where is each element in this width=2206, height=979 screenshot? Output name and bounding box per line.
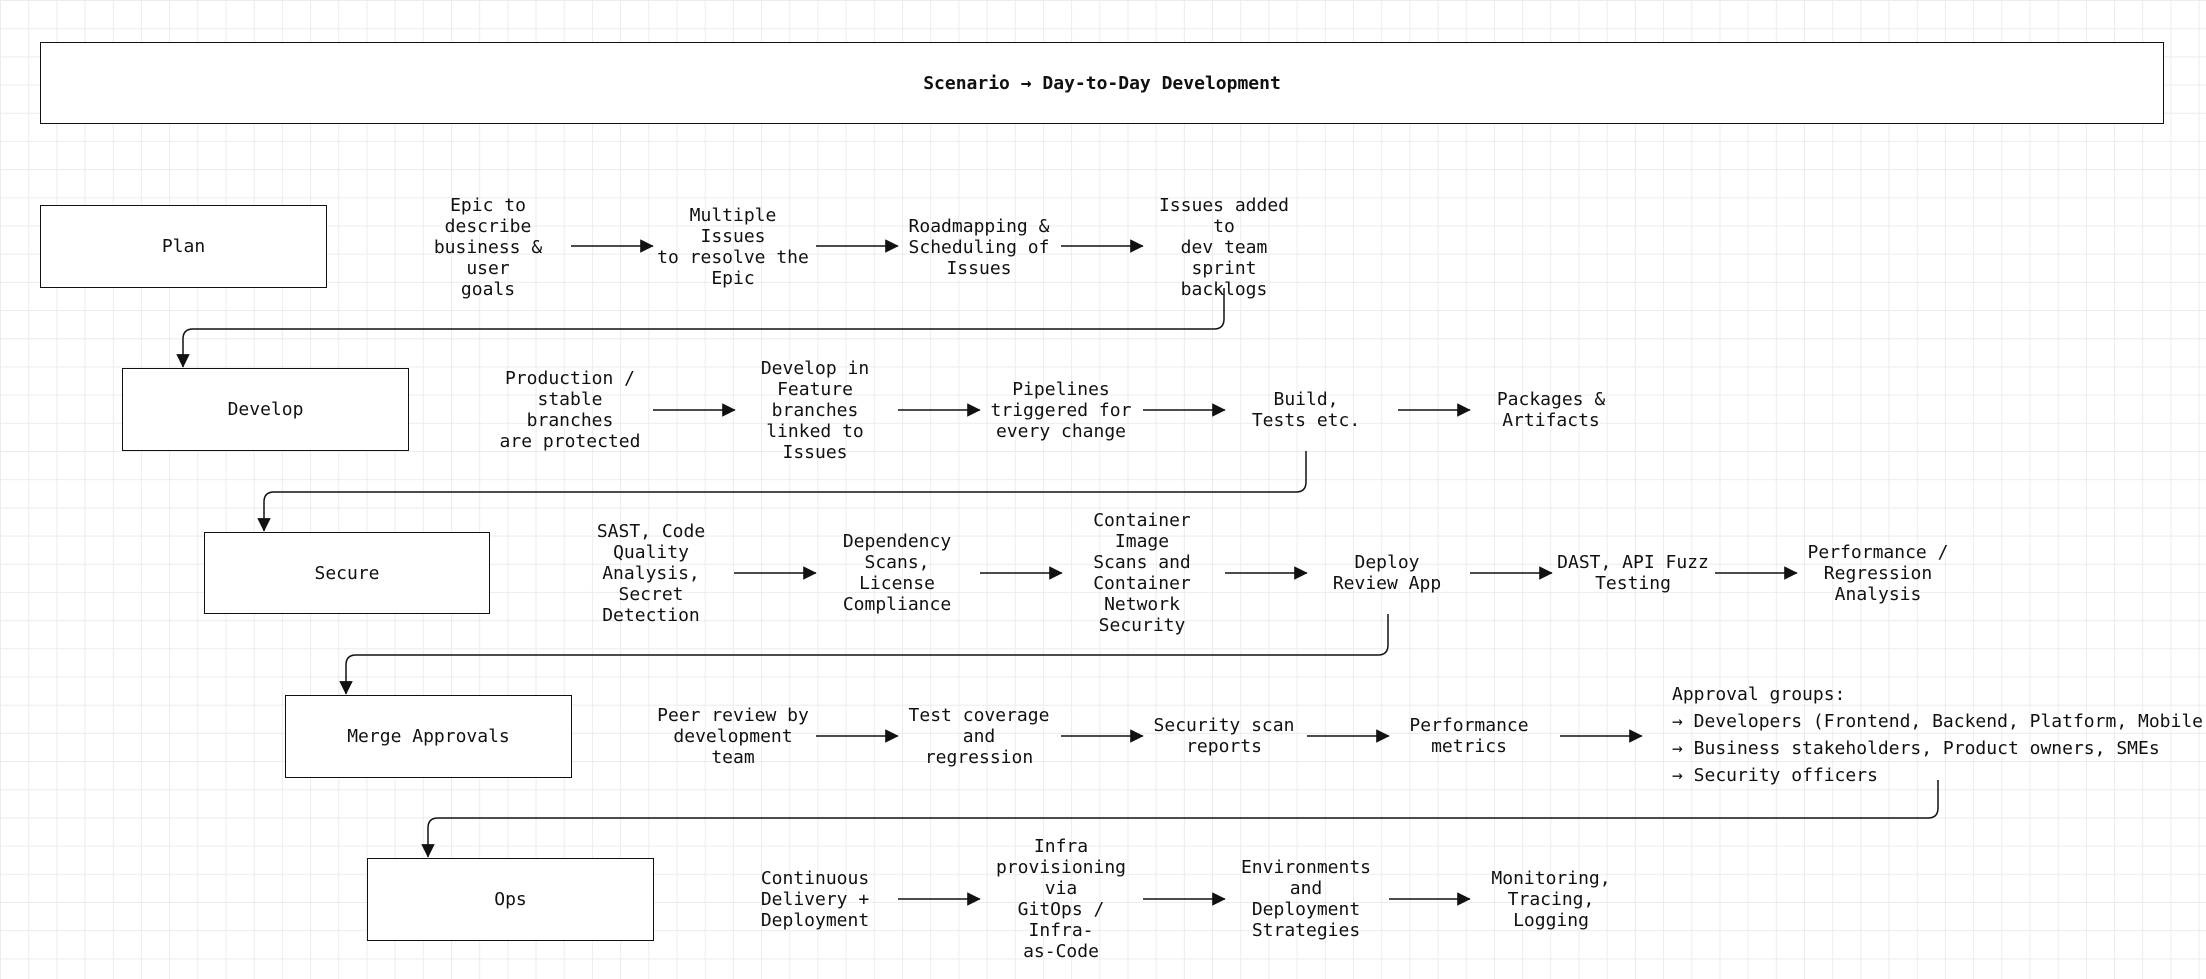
ops-step-continuous-delivery: Continuous Delivery + Deployment xyxy=(760,867,870,931)
diagram-title: Scenario → Day-to-Day Development xyxy=(40,42,2164,124)
stage-connector xyxy=(339,614,1389,695)
secure-step-review-app: Deploy Review App xyxy=(1332,552,1442,594)
plan-step-roadmapping: Roadmapping & Scheduling of Issues xyxy=(908,215,1050,279)
stage-connector xyxy=(176,288,1225,368)
approval-group-item: → Security officers xyxy=(1672,765,1878,786)
stage-plan: Plan xyxy=(40,205,327,288)
secure-step-performance: Performance / Regression Analysis xyxy=(1807,541,1949,605)
develop-step-build-tests: Build, Tests etc. xyxy=(1251,389,1361,431)
plan-step-issues: Multiple Issues to resolve the Epic xyxy=(657,205,809,289)
stage-connector xyxy=(257,451,1307,532)
develop-step-pipelines: Pipelines triggered for every change xyxy=(990,378,1132,442)
merge-step-security-reports: Security scan reports xyxy=(1153,715,1295,757)
ops-step-environments: Environments and Deployment Strategies xyxy=(1240,857,1372,941)
approval-group-item: → Business stakeholders, Product owners,… xyxy=(1672,738,2160,759)
secure-step-dast: DAST, API Fuzz Testing xyxy=(1557,552,1709,594)
stage-ops: Ops xyxy=(367,858,654,941)
approval-groups: Approval groups: → Developers (Frontend,… xyxy=(1672,681,2206,789)
approval-groups-heading: Approval groups: xyxy=(1672,684,1846,705)
develop-step-packages: Packages & Artifacts xyxy=(1496,389,1606,431)
stage-connector xyxy=(421,780,1939,858)
develop-step-protected-branches: Production / stable branches are protect… xyxy=(499,368,641,452)
stage-secure: Secure xyxy=(204,532,490,614)
approval-group-item: → Developers (Frontend, Backend, Platfor… xyxy=(1672,711,2206,732)
merge-step-peer-review: Peer review by development team xyxy=(657,704,809,768)
secure-step-dependency-scans: Dependency Scans, License Compliance xyxy=(842,531,952,615)
merge-step-performance-metrics: Performance metrics xyxy=(1409,715,1529,757)
ops-step-monitoring: Monitoring, Tracing, Logging xyxy=(1491,867,1611,931)
stage-merge-approvals: Merge Approvals xyxy=(285,695,572,778)
stage-develop: Develop xyxy=(122,368,409,451)
merge-step-test-coverage: Test coverage and regression xyxy=(908,704,1050,768)
